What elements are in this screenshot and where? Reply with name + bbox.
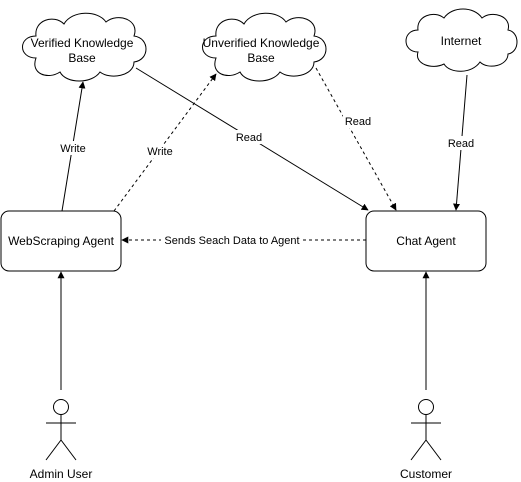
customer-actor: Customer	[400, 399, 452, 481]
internet-label: Internet	[441, 34, 482, 48]
admin-user-label: Admin User	[30, 467, 93, 481]
webscraping-agent-box: WebScraping Agent	[0, 210, 122, 272]
unverified-kb-label-line1: Unverified Knowledge	[203, 36, 320, 50]
edge-label-read-verified: Read	[236, 132, 262, 144]
unverified-knowledge-base-cloud: Unverified Knowledge Base	[202, 12, 327, 82]
chat-agent-label: Chat Agent	[396, 234, 456, 248]
edge-label-read-internet: Read	[448, 138, 474, 150]
unverified-kb-label-line2: Base	[247, 51, 275, 65]
chat-agent-box: Chat Agent	[365, 210, 487, 272]
verified-kb-label-line2: Base	[68, 51, 96, 65]
admin-user-actor: Admin User	[30, 399, 93, 481]
edge-label-write-verified: Write	[60, 143, 85, 155]
webscraping-agent-label: WebScraping Agent	[8, 234, 115, 248]
edge-label-sends-search-data: Sends Seach Data to Agent	[164, 235, 299, 247]
edge-label-write-unverified: Write	[147, 146, 172, 158]
customer-label: Customer	[400, 467, 452, 481]
edge-write-unverified	[113, 73, 217, 212]
edge-label-read-unverified: Read	[345, 116, 371, 128]
verified-knowledge-base-cloud: Verified Knowledge Base	[22, 12, 147, 82]
internet-cloud: Internet	[405, 8, 518, 72]
edge-read-unverified	[315, 67, 397, 211]
verified-kb-label-line1: Verified Knowledge	[31, 36, 134, 50]
